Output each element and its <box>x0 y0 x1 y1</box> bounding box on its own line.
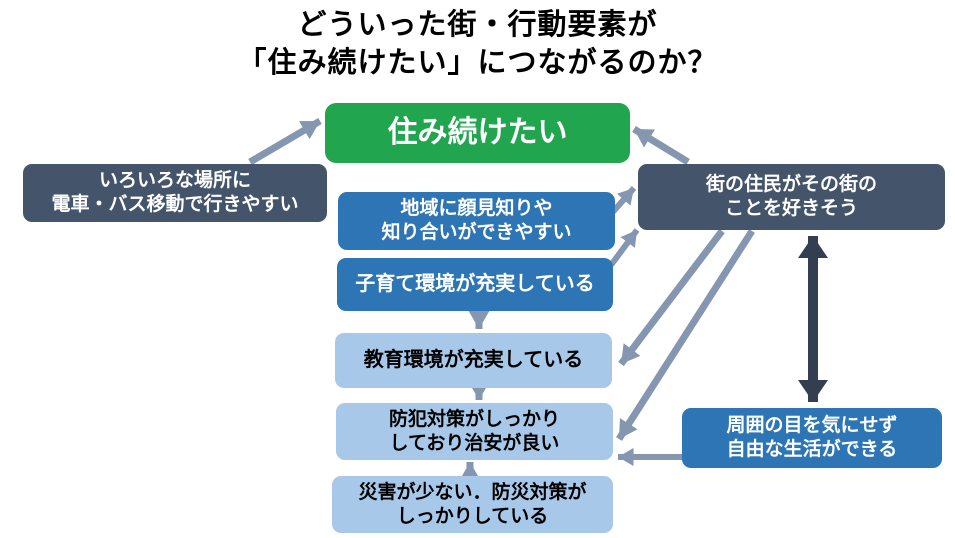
arrow-residents-to-education <box>618 228 725 367</box>
node-goal: 住み続けたい <box>325 103 630 163</box>
node-disaster: 災害が少ない．防災対策が しっかりしている <box>332 476 613 533</box>
diagram-title: どういった街・行動要素が 「住み続けたい」につながるのか？ <box>237 9 718 80</box>
node-transit: いろいろな場所に 電車・バス移動で行きやすい <box>23 164 327 222</box>
node-freedom: 周囲の目を気にせず 自由な生活ができる <box>682 408 942 468</box>
arrow-transit-to-goal <box>248 117 322 166</box>
arrow-residents-to-security <box>616 229 755 441</box>
node-education: 教育環境が充実している <box>335 333 612 388</box>
arrow-residents-to-goal <box>632 126 690 165</box>
node-security: 防犯対策がしっかり しており治安が良い <box>336 403 613 460</box>
node-childcare: 子育て環境が充実している <box>337 258 613 311</box>
arrow-childcare-to-residents <box>608 228 640 267</box>
node-residents-love: 街の住民がその街の ことを好きそう <box>638 164 945 230</box>
node-acquaintance: 地域に顔見知りや 知り合いができやすい <box>338 192 615 250</box>
